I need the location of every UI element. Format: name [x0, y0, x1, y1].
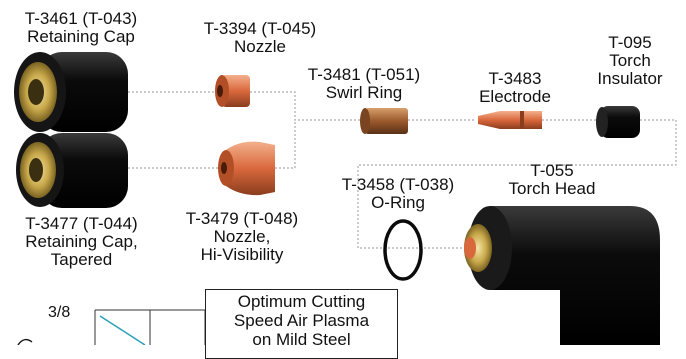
torch-insulator-name-line1: Torch — [609, 51, 651, 70]
o-ring-label: T-3458 (T-038) O-Ring — [318, 176, 478, 212]
o-ring-part-number: T-3458 (T-038) — [341, 175, 455, 194]
chart-title-line2: Speed Air Plasma — [233, 311, 370, 330]
chart-tick-label: 3/8 — [48, 304, 71, 321]
torch-insulator-name-line2: Insulator — [597, 69, 663, 88]
torch-head-part-number: T-055 — [530, 161, 574, 180]
chart-title-box: Optimum Cutting Speed Air Plasma on Mild… — [205, 289, 398, 359]
retaining-cap-tapered-label: T-3477 (T-044) Retaining Cap, Tapered — [4, 215, 159, 269]
nozzle-part-number: T-3394 (T-045) — [203, 19, 317, 38]
swirl-ring-label: T-3481 (T-051) Swirl Ring — [284, 66, 444, 102]
electrode-image — [478, 111, 542, 129]
electrode-name: Electrode — [479, 87, 551, 106]
electrode-label: T-3483 Electrode — [460, 70, 570, 106]
nozzle-hivis-label: T-3479 (T-048) Nozzle, Hi-Visibility — [162, 210, 322, 264]
retaining-cap-name: Retaining Cap — [27, 27, 135, 46]
torch-insulator-label: T-095 Torch Insulator — [580, 34, 680, 88]
swirl-ring-part-number: T-3481 (T-051) — [307, 65, 421, 84]
nozzle-image — [215, 75, 250, 107]
retaining-cap-part-number: T-3461 (T-043) — [24, 9, 138, 28]
electrode-part-number: T-3483 — [488, 69, 542, 88]
swirl-ring-name: Swirl Ring — [325, 83, 403, 102]
nozzle-hivis-name-line1: Nozzle, — [213, 227, 271, 246]
retaining-cap-tapered-image — [16, 133, 128, 208]
retaining-cap-image — [14, 52, 128, 132]
chart-title-line1: Optimum Cutting — [237, 292, 366, 311]
chart-inset — [17, 309, 206, 345]
swirl-ring-image — [360, 108, 408, 134]
nozzle-hivis-image — [218, 141, 275, 196]
nozzle-hivis-part-number: T-3479 (T-048) — [185, 209, 299, 228]
nozzle-name: Nozzle — [234, 37, 286, 56]
retaining-cap-tapered-name-line1: Retaining Cap, — [25, 232, 138, 251]
o-ring-image — [383, 219, 423, 281]
retaining-cap-label: T-3461 (T-043) Retaining Cap — [6, 10, 156, 46]
o-ring-name: O-Ring — [371, 193, 425, 212]
torch-head-image — [464, 206, 660, 345]
nozzle-hivis-name-line2: Hi-Visibility — [200, 245, 284, 264]
retaining-cap-tapered-part-number: T-3477 (T-044) — [25, 214, 138, 233]
torch-head-label: T-055 Torch Head — [482, 162, 622, 198]
retaining-cap-tapered-name-line2: Tapered — [50, 250, 113, 269]
torch-head-name: Torch Head — [508, 179, 596, 198]
parts-diagram — [14, 52, 677, 345]
torch-insulator-image — [596, 106, 640, 138]
connector-lines — [128, 91, 677, 249]
nozzle-label: T-3394 (T-045) Nozzle — [180, 20, 340, 56]
chart-title-line3: on Mild Steel — [252, 330, 351, 349]
torch-insulator-part-number: T-095 — [608, 33, 652, 52]
